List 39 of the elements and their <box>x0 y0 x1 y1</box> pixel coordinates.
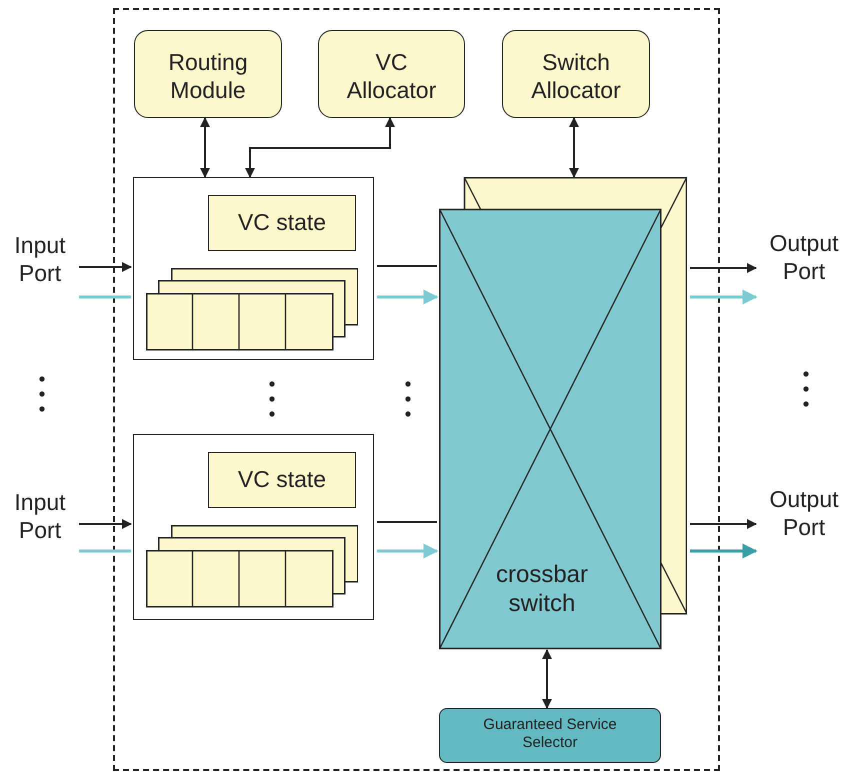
connector-line <box>79 550 131 552</box>
router-boundary <box>113 8 720 771</box>
arrow <box>690 519 757 529</box>
box-label: crossbar switch <box>494 561 590 619</box>
arrow <box>377 290 438 304</box>
arrow <box>690 263 757 273</box>
connector-line <box>377 521 437 523</box>
arrow <box>245 117 395 178</box>
box-label: VC Allocator <box>346 49 438 104</box>
connector-line <box>377 265 437 267</box>
box-label: Switch Allocator <box>530 49 622 104</box>
crossbar-drawing <box>439 177 687 650</box>
box-label: VC state <box>236 466 328 494</box>
arrow <box>79 262 132 272</box>
port-label: Output Port <box>758 486 850 542</box>
buffer-stack-drawing <box>146 268 358 351</box>
port-label: Output Port <box>758 230 850 286</box>
box-label: VC state <box>236 209 328 237</box>
arrow <box>542 649 552 709</box>
input-unit-box <box>133 177 374 360</box>
arrow <box>690 544 758 558</box>
box-label: Routing Module <box>167 49 249 104</box>
vc-state-box <box>208 452 356 508</box>
module-box <box>134 30 282 118</box>
buffer-stack-drawing <box>146 525 358 608</box>
connector-line <box>79 296 131 298</box>
module-box <box>502 30 650 118</box>
arrow <box>569 117 579 178</box>
box-label: Guaranteed Service Selector <box>482 716 618 752</box>
port-label: Input Port <box>4 232 76 288</box>
arrow <box>200 117 210 178</box>
input-unit-box <box>133 434 374 620</box>
arrow <box>690 290 758 304</box>
arrow <box>79 519 132 529</box>
port-label: Input Port <box>4 489 76 544</box>
arrow <box>377 544 438 558</box>
module-box <box>318 30 465 118</box>
selector-box <box>439 708 661 763</box>
vc-state-box <box>208 195 356 251</box>
